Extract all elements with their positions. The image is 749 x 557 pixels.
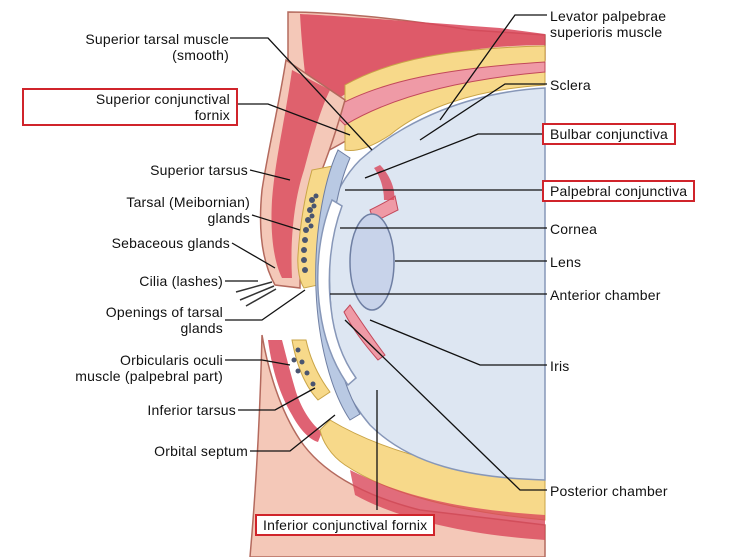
label-sebaceous-glands: Sebaceous glands: [15, 235, 230, 251]
label-superior-tarsal-muscle: Superior tarsal muscle (smooth): [15, 31, 229, 63]
label-palpebral-conjunctiva: Palpebral conjunctiva: [542, 180, 695, 202]
label-anterior-chamber: Anterior chamber: [550, 287, 661, 303]
label-tarsal-glands-line1: Tarsal (Meibornian): [15, 194, 250, 210]
label-bulbar-conjunctiva: Bulbar conjunctiva: [542, 123, 676, 145]
label-orbicularis-oculi: Orbicularis oculi muscle (palpebral part…: [5, 352, 223, 384]
label-openings-line1: Openings of tarsal: [15, 304, 223, 320]
label-cornea: Cornea: [550, 221, 597, 237]
label-tarsal-glands: Tarsal (Meibornian) glands: [15, 194, 250, 226]
label-cilia: Cilia (lashes): [40, 273, 223, 289]
label-tarsal-glands-line2: glands: [15, 210, 250, 226]
label-posterior-chamber: Posterior chamber: [550, 483, 668, 499]
label-levator-line1: Levator palpebrae: [550, 8, 666, 24]
label-levator-line2: superioris muscle: [550, 24, 666, 40]
label-openings-line2: glands: [15, 320, 223, 336]
label-sclera: Sclera: [550, 77, 591, 93]
label-orbital-septum: Orbital septum: [40, 443, 248, 459]
label-superior-conjunctival-fornix-line2: fornix: [30, 107, 230, 123]
upper-lashes: [236, 282, 276, 306]
label-superior-tarsus: Superior tarsus: [40, 162, 248, 178]
label-levator: Levator palpebrae superioris muscle: [550, 8, 666, 40]
label-inferior-tarsus: Inferior tarsus: [40, 402, 236, 418]
label-orbicularis-line1: Orbicularis oculi: [5, 352, 223, 368]
label-superior-tarsal-muscle-line2: (smooth): [15, 47, 229, 63]
label-superior-conjunctival-fornix-line1: Superior conjunctival: [30, 91, 230, 107]
label-openings-of-tarsal-glands: Openings of tarsal glands: [15, 304, 223, 336]
label-iris: Iris: [550, 358, 569, 374]
label-orbicularis-line2: muscle (palpebral part): [5, 368, 223, 384]
label-superior-conjunctival-fornix: Superior conjunctival fornix: [22, 88, 238, 126]
label-inferior-conjunctival-fornix: Inferior conjunctival fornix: [255, 514, 435, 536]
label-lens: Lens: [550, 254, 581, 270]
label-superior-tarsal-muscle-line1: Superior tarsal muscle: [15, 31, 229, 47]
